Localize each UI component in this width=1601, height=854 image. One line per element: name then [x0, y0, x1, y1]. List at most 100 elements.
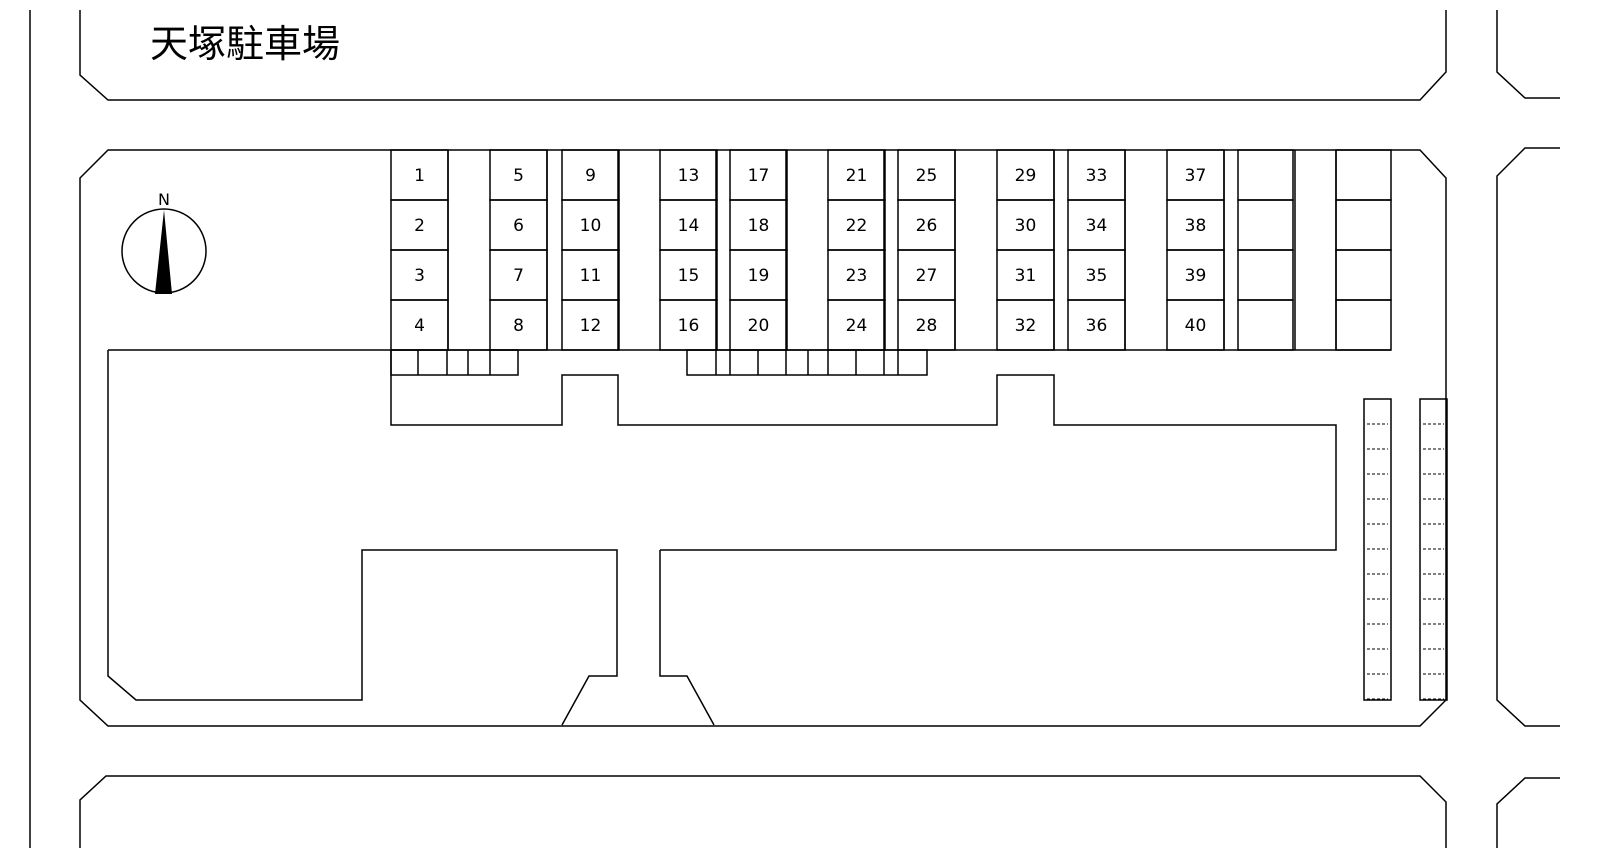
parking-space: 13	[659, 149, 718, 201]
parking-space-number: 25	[916, 166, 938, 186]
parking-space-number: 20	[748, 316, 770, 336]
parking-space-number: 30	[1015, 216, 1037, 236]
parking-space: 19	[729, 249, 788, 301]
parking-space: 34	[1067, 199, 1126, 251]
parking-space-number: 2	[414, 216, 425, 236]
unnumbered-parking-space	[1237, 149, 1294, 201]
bottom-block	[79, 775, 1447, 848]
parking-space: 1	[390, 149, 449, 201]
parking-space: 25	[897, 149, 956, 201]
parking-space-number: 34	[1086, 216, 1108, 236]
compass-needle-icon	[155, 210, 172, 294]
parking-space-box	[659, 299, 718, 351]
parking-space: 7	[489, 249, 548, 301]
parking-space-number: 22	[846, 216, 868, 236]
parking-space: 9	[561, 149, 620, 201]
parking-space: 14	[659, 199, 718, 251]
parking-space-box	[996, 299, 1055, 351]
parking-space-number: 12	[580, 316, 602, 336]
parking-space-number: 35	[1086, 266, 1108, 286]
parking-space-box	[390, 299, 449, 351]
bike-rack-2	[1419, 398, 1448, 701]
parking-space-number: 1	[414, 166, 425, 186]
parking-space: 38	[1166, 199, 1225, 251]
parking-space-number: 28	[916, 316, 938, 336]
parking-space-number: 17	[748, 166, 770, 186]
parking-space: 28	[897, 299, 956, 351]
parking-space: 12	[561, 299, 620, 351]
parking-space: 31	[996, 249, 1055, 301]
parking-space: 17	[729, 149, 788, 201]
parking-space-number: 32	[1015, 316, 1037, 336]
parking-space-number: 6	[513, 216, 524, 236]
parking-space-number: 37	[1185, 166, 1207, 186]
parking-space: 8	[489, 299, 548, 351]
parking-space-number: 39	[1185, 266, 1207, 286]
parking-space: 32	[996, 299, 1055, 351]
small-stalls-middle	[686, 349, 928, 376]
parking-space-box	[561, 299, 620, 351]
unnumbered-parking-space	[1335, 149, 1392, 201]
parking-space-number: 3	[414, 266, 425, 286]
parking-space-number: 9	[585, 166, 596, 186]
bottom-right-block	[1496, 777, 1560, 848]
parking-space: 15	[659, 249, 718, 301]
parking-space-number: 10	[580, 216, 602, 236]
parking-space-number: 5	[513, 166, 524, 186]
unnumbered-parking-space	[1237, 249, 1294, 301]
parking-space: 26	[897, 199, 956, 251]
parking-space-number: 19	[748, 266, 770, 286]
parking-space: 5	[489, 149, 548, 201]
parking-space: 4	[390, 299, 449, 351]
parking-space: 11	[561, 249, 620, 301]
parking-space: 29	[996, 149, 1055, 201]
parking-space-number: 15	[678, 266, 700, 286]
parking-space: 20	[729, 299, 788, 351]
parking-space: 35	[1067, 249, 1126, 301]
parking-space: 23	[827, 249, 886, 301]
parking-space-box	[729, 299, 788, 351]
parking-space-number: 18	[748, 216, 770, 236]
parking-space: 16	[659, 299, 718, 351]
unnumbered-parking-space	[1237, 299, 1294, 351]
parking-space: 2	[390, 199, 449, 251]
parking-space: 33	[1067, 149, 1126, 201]
parking-space-box	[489, 299, 548, 351]
unnumbered-parking-space	[1335, 249, 1392, 301]
parking-space: 18	[729, 199, 788, 251]
parking-space-number: 33	[1086, 166, 1108, 186]
parking-space-number: 13	[678, 166, 700, 186]
parking-space-box	[827, 299, 886, 351]
parking-space: 39	[1166, 249, 1225, 301]
right-block	[1496, 147, 1560, 727]
parking-space-number: 31	[1015, 266, 1037, 286]
lot-outline	[79, 149, 1447, 727]
parking-space-number: 16	[678, 316, 700, 336]
parking-space-number: 29	[1015, 166, 1037, 186]
parking-space-box	[1166, 299, 1225, 351]
unnumbered-parking-space	[1335, 199, 1392, 251]
parking-space: 24	[827, 299, 886, 351]
small-stalls-left	[390, 349, 519, 376]
compass-label: N	[158, 190, 170, 209]
parking-space: 22	[827, 199, 886, 251]
parking-space: 10	[561, 199, 620, 251]
parking-space-box	[1067, 299, 1126, 351]
parking-space-number: 38	[1185, 216, 1207, 236]
parking-space-number: 26	[916, 216, 938, 236]
parking-space: 27	[897, 249, 956, 301]
parking-space: 30	[996, 199, 1055, 251]
parking-space: 40	[1166, 299, 1225, 351]
parking-space: 3	[390, 249, 449, 301]
parking-space: 21	[827, 149, 886, 201]
parking-space: 37	[1166, 149, 1225, 201]
parking-space-box	[897, 299, 956, 351]
parking-space: 36	[1067, 299, 1126, 351]
page-title: 天塚駐車場	[150, 22, 340, 66]
unnumbered-parking-space	[1335, 299, 1392, 351]
parking-space-number: 14	[678, 216, 700, 236]
parking-space-number: 21	[846, 166, 868, 186]
compass: N	[121, 190, 207, 294]
parking-space-number: 36	[1086, 316, 1108, 336]
